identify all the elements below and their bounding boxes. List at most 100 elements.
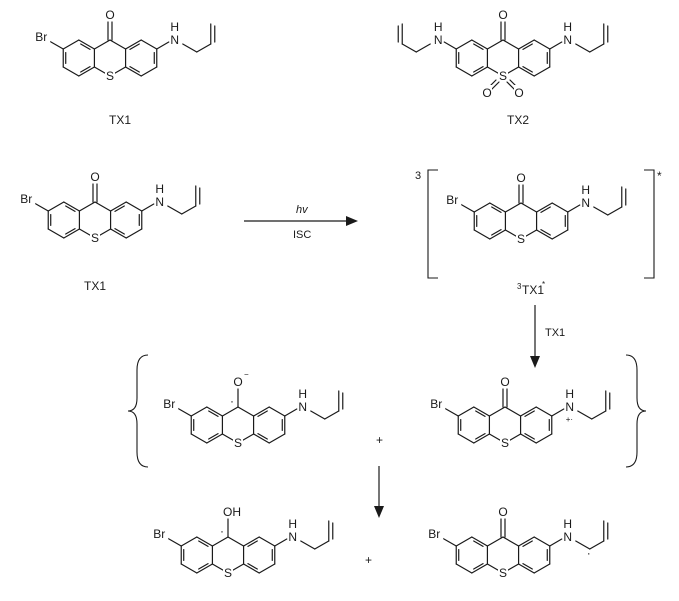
ketyl-radical-amine-nitrogen-mask	[287, 529, 298, 543]
amine-bond	[549, 538, 563, 547]
right-ring-bond	[519, 433, 537, 444]
allyl-bond	[575, 43, 591, 53]
left-ring-bond-inner	[491, 206, 502, 213]
allyl-bond	[589, 43, 605, 53]
central-bond	[504, 406, 522, 417]
left-ring-bond-inner	[473, 563, 484, 570]
bromine-atom: Br	[428, 527, 440, 541]
oxide-oxygen: O	[233, 375, 242, 389]
triplet-tx1-amine-hydrogen: H	[581, 183, 590, 197]
amine-bond	[274, 538, 288, 547]
central-bond	[78, 201, 96, 212]
right-ring-bond	[517, 66, 535, 77]
bromine-atom-mask	[425, 526, 444, 540]
bromine-atom-mask	[32, 29, 51, 43]
left-ring-bond-inner	[198, 563, 209, 570]
hydroxyl-group-mask	[223, 504, 241, 518]
bromo-bond	[441, 537, 457, 547]
sulfur-atom-mask	[500, 435, 510, 449]
left-ring-bond	[489, 202, 507, 213]
left-ring-bond-inner	[198, 540, 209, 547]
left-ring-bond	[455, 39, 473, 50]
bromo-bond	[459, 203, 475, 213]
label-triplet-prefix: 3	[517, 282, 522, 291]
left-ring-bond	[180, 563, 198, 574]
sulfur-atom-mask	[90, 230, 100, 244]
bromine-atom: Br	[446, 193, 458, 207]
left-ring-bond	[473, 433, 491, 444]
left-ring-bond	[78, 39, 96, 50]
left-ring-bond	[180, 536, 198, 547]
tx2-top-amine-nitrogen: N	[563, 33, 572, 47]
carbonyl-oxygen-mask	[498, 504, 508, 518]
right-ring-bond-inner	[540, 229, 551, 236]
aminoalkyl-radical-amine-nitrogen: N	[563, 530, 572, 544]
right-ring-bond-inner	[522, 563, 533, 570]
sulfone-oxygen-left: O	[482, 86, 491, 100]
allyl-bond	[300, 540, 316, 550]
right-ring-bond	[140, 66, 158, 77]
right-ring-bond	[125, 201, 143, 212]
aminoalkyl-radical-amine-hydrogen: H	[563, 517, 572, 531]
right-ring-bond	[125, 228, 143, 239]
arrow-label-hv: hv	[296, 204, 309, 216]
allyl-bond	[401, 43, 417, 53]
bromine-atom: Br	[35, 30, 47, 44]
radical-cation-charge: +·	[566, 415, 573, 424]
right-ring-bond-inner	[522, 66, 533, 73]
amine-bond	[549, 41, 563, 50]
right-ring-bond	[242, 536, 260, 547]
left-ring-bond	[473, 229, 491, 240]
sulfur-atom-mask	[223, 565, 233, 579]
central-bond	[227, 536, 245, 547]
allyl-bond	[593, 206, 609, 216]
bromo-bond	[443, 407, 459, 417]
carbonyl-oxygen-mask	[498, 7, 508, 21]
final-down-arrowhead	[374, 506, 384, 518]
ketyl-radical-anion-amine-hydrogen: H	[298, 387, 307, 401]
central-bond	[520, 202, 538, 213]
sulfur-atom-mask	[498, 565, 508, 579]
carbonyl-oxygen: O	[105, 8, 114, 22]
central-bond	[486, 39, 504, 50]
left-ring-bond-inner	[475, 410, 486, 417]
label-triplet-star: *	[542, 280, 545, 289]
carbonyl-oxygen: O	[516, 171, 525, 185]
bracket-star: *	[657, 169, 662, 183]
right-ring-bond	[535, 202, 553, 213]
right-ring-bond-inner	[114, 228, 125, 235]
allyl-bond	[314, 540, 330, 550]
bromine-atom: Br	[430, 397, 442, 411]
left-ring-bond	[62, 39, 80, 50]
tx1-middle-amine-hydrogen: H	[155, 182, 164, 196]
tx2-top-amine-nitrogen-mask	[562, 32, 573, 46]
right-ring-bond	[268, 433, 286, 444]
allyl-bond	[577, 410, 593, 420]
right-ring-bond	[268, 406, 286, 417]
bromine-atom: Br	[163, 397, 175, 411]
left-ring-bond	[455, 66, 473, 77]
allyl-bond	[324, 410, 340, 420]
bromine-atom: Br	[153, 527, 165, 541]
right-ring-bond	[551, 202, 569, 213]
amine-bond	[443, 41, 457, 50]
bromo-bond	[48, 40, 64, 50]
left-ring-bond-inner	[491, 229, 502, 236]
central-bond	[94, 201, 112, 212]
left-ring-bond	[206, 406, 224, 417]
left-ring-bond-inner	[208, 433, 219, 440]
right-ring-bond-inner	[540, 206, 551, 213]
plus-sign-2: +	[365, 553, 372, 567]
ketyl-radical-anion-amine-nitrogen: N	[298, 400, 307, 414]
sulfur-atom: S	[499, 69, 507, 83]
right-ring-bond	[535, 433, 553, 444]
sulfur-atom: S	[91, 231, 99, 245]
amine-bond	[567, 204, 581, 213]
allyl-bond	[607, 206, 623, 216]
carbonyl-oxygen-mask	[500, 374, 510, 388]
left-ring-bond	[471, 563, 489, 574]
